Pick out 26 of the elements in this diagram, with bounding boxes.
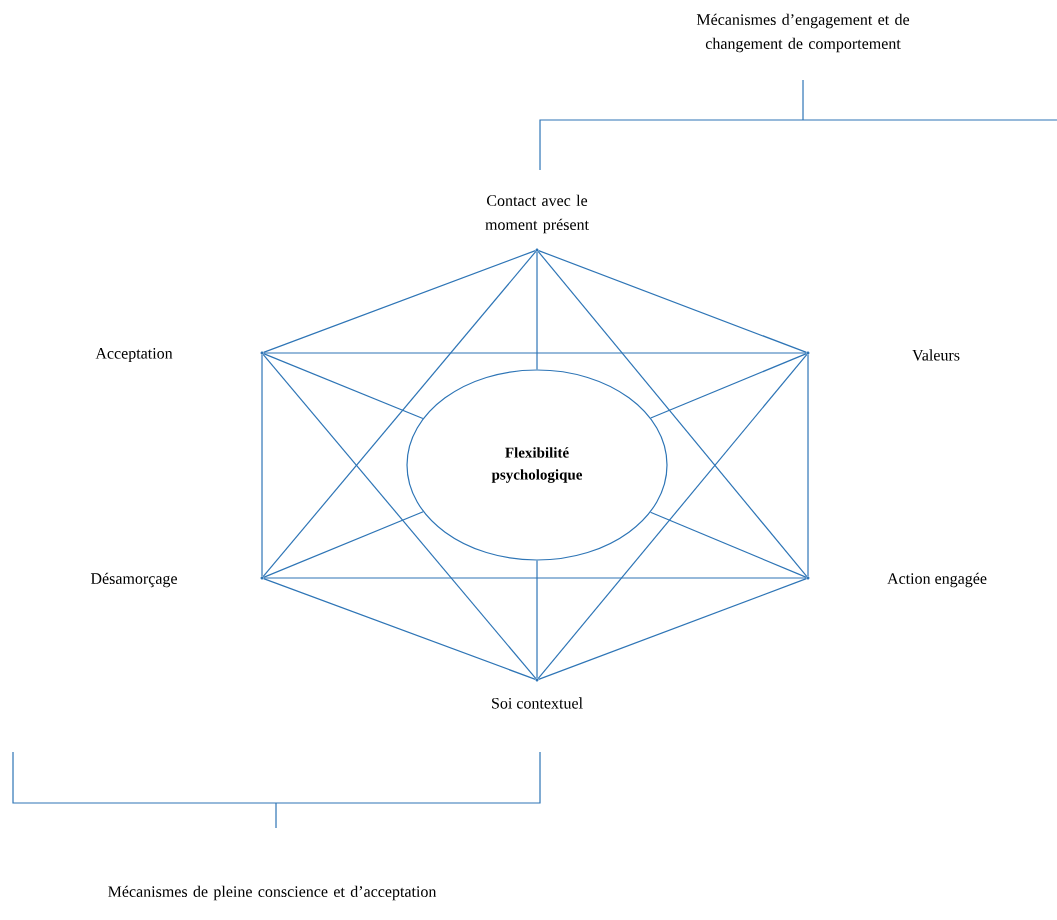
- line: [263, 578, 536, 680]
- line: [262, 250, 537, 578]
- line: [261, 354, 263, 577]
- line: [536, 251, 538, 370]
- line: [263, 352, 807, 354]
- vertex-label: Acceptation: [95, 348, 173, 362]
- vertex-label: Désamorçage: [90, 572, 177, 588]
- line: [650, 353, 808, 419]
- line: [262, 353, 537, 680]
- line: [536, 560, 538, 679]
- line: [263, 250, 536, 353]
- line: [262, 511, 424, 578]
- line: [537, 353, 808, 680]
- line: [263, 577, 807, 579]
- line: [537, 250, 808, 578]
- caption-text: Mécanismes d’engagement et de changement de comportement: [696, 13, 910, 53]
- line: [262, 353, 424, 420]
- line: [649, 511, 808, 578]
- vertex-label: Contact avec le moment présent: [485, 194, 589, 234]
- line: [807, 354, 809, 577]
- vertex-label: Soi contextuel: [492, 697, 583, 709]
- line: [538, 578, 807, 680]
- caption-text: Mécanismes de pleine conscience et d’acceptation: [108, 885, 437, 901]
- line: [538, 250, 807, 353]
- vertex-label: Valeurs: [912, 349, 960, 361]
- vertex-label: Action engagée: [887, 572, 987, 588]
